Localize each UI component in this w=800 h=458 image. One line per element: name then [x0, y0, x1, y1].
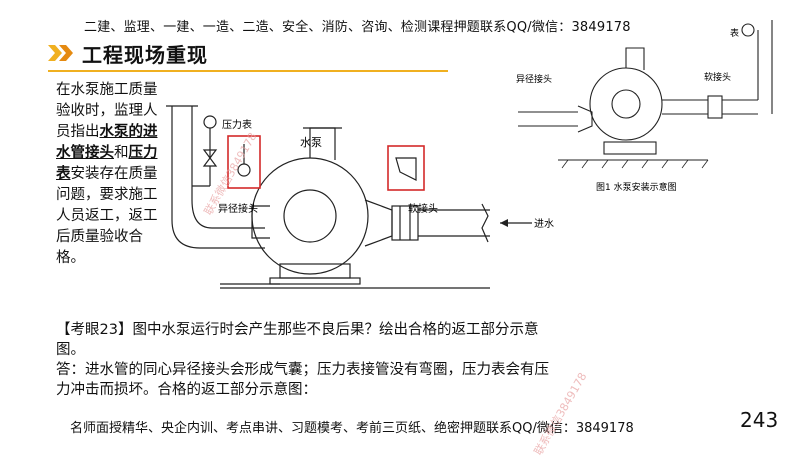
label-pump: 水泵: [300, 136, 322, 149]
label-gauge: 表: [730, 27, 739, 39]
question-answer: 【考眼23】图中水泵运行时会产生那些不良后果？绘出合格的返工部分示意图。 答：进…: [56, 320, 556, 400]
reducer-highlight-box: [387, 145, 425, 191]
title-underline: [48, 70, 448, 72]
label-flex-joint-right: 软接头: [704, 71, 731, 83]
title-row: 工程现场重现: [48, 38, 208, 68]
double-chevron-icon: [48, 45, 73, 61]
scenario-highlight-inlet: 水泵的进水管接头: [56, 124, 158, 161]
scenario-text: 在水泵施工质量验收时，监理人员指出水泵的进水管接头和压力表安装存在质量问题，要求…: [56, 80, 162, 269]
label-inlet: 进水: [534, 218, 554, 230]
scenario-text-part: 在水泵施工质量验收时，监理人员指出: [56, 82, 158, 140]
correct-installation-figure: 表 异径接头 软接头 进水 图1 水泵安装示意图: [516, 20, 773, 193]
label-reducer: 异径接头: [218, 202, 258, 215]
scenario-text-part: 安装存在质量问题，要求施工人员返工，返工后质量验收合格。: [56, 166, 158, 266]
question-text: 【考眼23】图中水泵运行时会产生那些不良后果？绘出合格的返工部分示意图。: [56, 322, 539, 358]
top-banner: 二建、监理、一建、一造、二造、安全、消防、咨询、检测课程押题联系QQ/微信：38…: [84, 20, 631, 35]
page-number: 243: [740, 408, 779, 432]
label-pressure-gauge: 压力表: [222, 118, 252, 131]
figure-caption: 图1 水泵安装示意图: [596, 181, 677, 193]
label-flex-joint: 软接头: [408, 202, 438, 215]
answer-text: 答：进水管的同心异径接头会形成气囊；压力表接管没有弯圈，压力表会有压力冲击而损坏…: [56, 362, 549, 398]
footer-banner: 名师面授精华、央企内训、考点串讲、习题模考、考前三页纸、绝密押题联系QQ/微信：…: [70, 421, 634, 436]
page-title: 工程现场重现: [82, 42, 208, 67]
gauge-highlight-box: [227, 135, 261, 189]
label-reducer-right: 异径接头: [516, 73, 552, 85]
pump-installation-figure: 压力表 水泵 异径接头 软接头 进水: [166, 105, 554, 289]
scenario-text-part: 和: [114, 145, 129, 161]
scenario-highlight-gauge: 压力表: [56, 145, 158, 182]
